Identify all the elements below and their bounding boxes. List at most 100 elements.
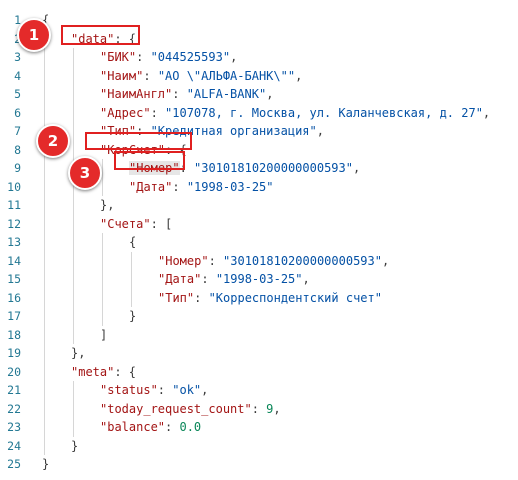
code-content: } xyxy=(129,307,136,325)
code-line[interactable]: 8"КорСчет": { xyxy=(0,141,518,159)
json-string-value: "107078, г. Москва, ул. Каланчевская, д.… xyxy=(165,105,483,120)
json-punctuation: : xyxy=(157,383,173,397)
json-punctuation: : xyxy=(136,124,151,138)
code-content: { xyxy=(42,11,49,29)
json-string-value: "ok" xyxy=(172,383,202,397)
line-number: 7 xyxy=(14,124,21,138)
line-number: 11 xyxy=(7,198,21,212)
code-content: "today_request_count": 9, xyxy=(100,400,281,418)
json-punctuation: } xyxy=(129,309,137,323)
code-line[interactable]: 17} xyxy=(0,307,518,325)
code-line[interactable]: 24} xyxy=(0,437,518,455)
code-line[interactable]: 15"Дата": "1998-03-25", xyxy=(0,270,518,288)
code-content: "Адрес": "107078, г. Москва, ул. Каланче… xyxy=(100,104,490,122)
code-line[interactable]: 7 "Тип": "Кредитная организация", xyxy=(0,122,518,140)
json-punctuation: , xyxy=(302,272,310,286)
code-line[interactable]: 22 "today_request_count": 9, xyxy=(0,400,518,418)
highlight-box-nomer-key xyxy=(114,151,185,170)
json-string-value: "Корреспондентский счет" xyxy=(208,290,382,305)
json-punctuation: : { xyxy=(114,31,137,46)
code-line[interactable]: 16"Тип": "Корреспондентский счет" xyxy=(0,289,518,307)
code-line[interactable]: 25} xyxy=(0,455,518,473)
code-line[interactable]: 18] xyxy=(0,326,518,344)
code-line[interactable]: 10"Дата": "1998-03-25" xyxy=(0,178,518,196)
code-line[interactable]: 19}, xyxy=(0,344,518,362)
indent-guide xyxy=(73,381,74,437)
json-key: "meta" xyxy=(71,364,115,379)
json-punctuation: : xyxy=(172,87,187,101)
json-string-value: "30101810200000000593" xyxy=(223,253,382,268)
annotation-badge-1: 1 xyxy=(17,18,51,52)
code-line[interactable]: 20 "meta": { xyxy=(0,363,518,381)
line-number: 3 xyxy=(14,50,21,64)
json-punctuation: }, xyxy=(71,346,86,360)
json-punctuation: }, xyxy=(100,198,115,212)
json-punctuation: } xyxy=(42,457,50,471)
line-number: 17 xyxy=(7,309,21,323)
code-line[interactable]: 6"Адрес": "107078, г. Москва, ул. Каланч… xyxy=(0,104,518,122)
indent-guide xyxy=(44,29,45,455)
code-line[interactable]: 11}, xyxy=(0,196,518,214)
json-punctuation: ] xyxy=(100,327,108,342)
json-string-value: "1998-03-25" xyxy=(215,272,303,286)
json-key: "Дата" xyxy=(129,179,173,194)
json-key: "Тип" xyxy=(100,124,137,138)
code-content: "meta": { xyxy=(71,363,136,381)
json-punctuation: : xyxy=(251,401,267,416)
code-line[interactable]: 4"Наим": "АО \"АЛЬФА-БАНК\"", xyxy=(0,67,518,85)
json-number-value: 9 xyxy=(266,401,274,416)
indent-guide xyxy=(102,159,103,196)
code-line[interactable]: 13 { xyxy=(0,233,518,251)
code-content: "status": "ok", xyxy=(100,381,208,399)
code-content: ] xyxy=(100,326,107,344)
code-content: "Тип": "Корреспондентский счет" xyxy=(158,289,382,307)
json-key: "БИК" xyxy=(100,50,137,64)
annotation-badge-2: 2 xyxy=(36,124,70,158)
json-punctuation: : xyxy=(208,253,224,268)
code-line[interactable]: 1{ xyxy=(0,11,518,29)
json-string-value: "Кредитная организация" xyxy=(150,124,317,138)
line-number: 25 xyxy=(7,457,21,471)
line-number: 12 xyxy=(7,216,21,231)
line-number: 8 xyxy=(14,142,21,157)
code-content: }, xyxy=(100,196,114,214)
json-punctuation: : xyxy=(172,179,187,194)
line-number: 20 xyxy=(7,364,21,379)
code-line[interactable]: 23 "balance": 0.0 xyxy=(0,418,518,436)
json-punctuation: : xyxy=(143,68,158,83)
json-punctuation: } xyxy=(71,438,79,453)
json-string-value: "30101810200000000593" xyxy=(194,161,353,175)
line-number: 19 xyxy=(7,346,21,360)
code-content: "БИК": "044525593", xyxy=(100,48,237,66)
line-number: 1 xyxy=(14,13,21,27)
line-number: 22 xyxy=(7,401,21,416)
json-string-value: "АО \"АЛЬФА-БАНК\"" xyxy=(157,68,296,83)
json-key: "НаимАнгл" xyxy=(100,87,173,101)
code-content: "Номер": "30101810200000000593", xyxy=(158,252,389,270)
indent-guide xyxy=(73,48,74,344)
code-content: "balance": 0.0 xyxy=(100,418,201,436)
code-content: { xyxy=(129,233,136,251)
code-content: "Счета": [ xyxy=(100,215,172,233)
json-key: "data" xyxy=(71,31,115,46)
json-number-value: 0.0 xyxy=(179,420,202,434)
indent-guide xyxy=(102,233,103,326)
code-line[interactable]: 14"Номер": "30101810200000000593", xyxy=(0,252,518,270)
json-key: "Номер" xyxy=(158,253,209,268)
code-content: "Дата": "1998-03-25", xyxy=(158,270,310,288)
line-number: 9 xyxy=(14,161,21,175)
code-content: "Тип": "Кредитная организация", xyxy=(100,122,324,140)
code-line[interactable]: 21"status": "ok", xyxy=(0,381,518,399)
code-line[interactable]: 5"НаимАнгл": "ALFA-BANK", xyxy=(0,85,518,103)
code-content: "Дата": "1998-03-25" xyxy=(129,178,274,196)
json-punctuation: { xyxy=(42,13,50,27)
json-punctuation: : [ xyxy=(150,216,173,231)
code-content: "Наим": "АО \"АЛЬФА-БАНК\"", xyxy=(100,67,302,85)
line-number: 13 xyxy=(7,235,21,249)
code-line[interactable]: 3 "БИК": "044525593", xyxy=(0,48,518,66)
line-number: 23 xyxy=(7,420,21,434)
json-string-value: "1998-03-25" xyxy=(186,179,274,194)
code-line[interactable]: 12 "Счета": [ xyxy=(0,215,518,233)
code-content: } xyxy=(71,437,78,455)
